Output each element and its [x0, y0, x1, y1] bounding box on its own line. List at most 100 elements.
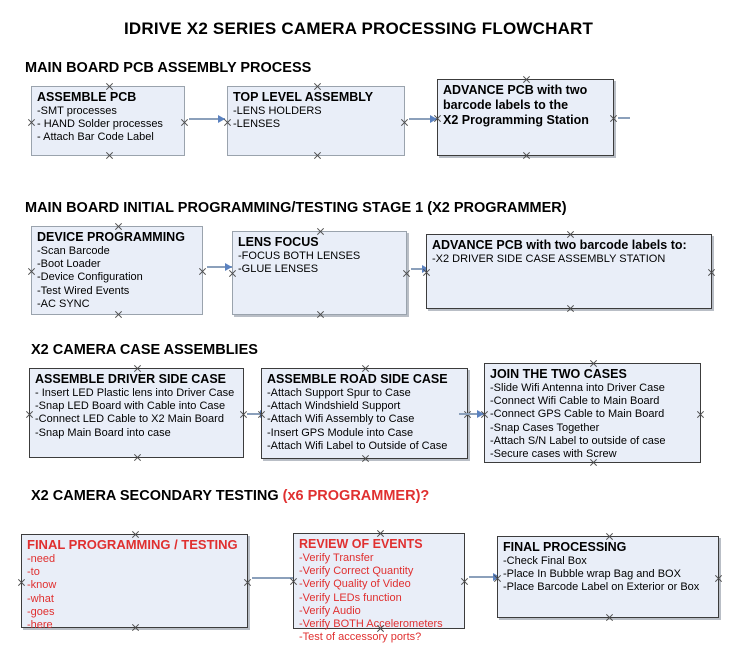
- node-line-overflow: -Test of accessory ports?: [299, 631, 422, 644]
- node-line: -what: [27, 592, 54, 605]
- node-advance-pcb-driver-side-station[interactable]: ADVANCE PCB with two barcode labels to: …: [426, 234, 712, 309]
- connector-handle-right[interactable]: [243, 578, 252, 587]
- section-heading-4-text: X2 CAMERA SECONDARY TESTING: [31, 488, 283, 504]
- node-title: REVIEW OF EVENTS: [299, 537, 423, 551]
- node-title: TOP LEVEL ASSEMBLY: [233, 90, 374, 104]
- node-line: - Attach Bar Code Label: [37, 131, 154, 144]
- node-line: -Attach S/N Label to outside of case: [490, 434, 666, 447]
- node-line: -LENS HOLDERS: [233, 105, 322, 117]
- section-heading-4: X2 CAMERA SECONDARY TESTING (x6 PROGRAMM…: [31, 488, 429, 504]
- connector-handle-left[interactable]: [17, 578, 26, 587]
- node-line: - HAND Solder processes: [37, 118, 163, 131]
- node-title: FINAL PROGRAMMING / TESTING: [27, 537, 238, 552]
- arrow-review-to-final-processing: [469, 572, 500, 581]
- node-line: - Insert LED Plastic lens into Driver Ca…: [35, 387, 235, 399]
- node-title: JOIN THE TWO CASES: [490, 367, 627, 381]
- node-line: -Verify Correct Quantity: [299, 565, 414, 578]
- node-line: -Verify LEDs function: [299, 591, 402, 604]
- connector-handle-left[interactable]: [25, 410, 34, 419]
- connector-handle-bottom[interactable]: [313, 151, 322, 160]
- node-title: ADVANCE PCB with two: [443, 83, 588, 97]
- connector-handle-bottom[interactable]: [316, 310, 325, 319]
- connector-handle-bottom[interactable]: [114, 310, 123, 319]
- node-line: -know: [27, 579, 57, 592]
- connector-handle-left[interactable]: [27, 267, 36, 276]
- node-join-the-two-cases[interactable]: JOIN THE TWO CASES -Slide Wifi Antenna i…: [484, 363, 701, 463]
- node-line: -Device Configuration: [37, 271, 143, 284]
- node-line: -Attach Wifi Assembly to Case: [267, 413, 415, 426]
- connector-handle-bottom[interactable]: [361, 454, 370, 463]
- connector-handle-right[interactable]: [400, 118, 409, 127]
- node-line: -Attach Wifi Label to Outside of Case: [267, 439, 448, 452]
- node-line: -Verify Quality of Video: [299, 578, 411, 591]
- node-line: -Attach Windshield Support: [267, 400, 401, 413]
- arrow-lens-focus-to-advance: [411, 264, 429, 273]
- node-line: -need: [27, 553, 56, 565]
- node-title: ADVANCE PCB with two barcode labels to:: [432, 238, 687, 252]
- node-line: -Connect Wifi Cable to Main Board: [490, 395, 660, 408]
- node-line: -to: [27, 566, 40, 579]
- connector-handle-right[interactable]: [609, 114, 618, 123]
- connector-stub: [618, 117, 630, 119]
- node-line: -Boot Loader: [37, 258, 101, 271]
- node-title: DEVICE PROGRAMMING: [37, 230, 185, 244]
- node-line: -Connect GPS Cable to Main Board: [490, 408, 665, 421]
- node-line: -Snap LED Board with Cable into Case: [35, 400, 226, 413]
- node-assemble-pcb[interactable]: ASSEMBLE PCB -SMT processes - HAND Solde…: [31, 86, 185, 156]
- node-line: -Test Wired Events: [37, 284, 130, 297]
- node-line: -X2 DRIVER SIDE CASE ASSEMBLY STATION: [432, 253, 666, 265]
- arrow-road-case-to-join-cases: [459, 409, 484, 418]
- node-title: FINAL PROCESSING: [503, 540, 627, 554]
- node-line: -Place In Bubble wrap Bag and BOX: [503, 568, 681, 581]
- connector-handle-right[interactable]: [707, 268, 716, 277]
- connector-handle-bottom[interactable]: [133, 453, 142, 462]
- node-line: -goes: [27, 605, 55, 618]
- connector-handle-left[interactable]: [27, 118, 36, 127]
- connector-handle-right[interactable]: [696, 410, 705, 419]
- node-assemble-road-side-case[interactable]: ASSEMBLE ROAD SIDE CASE -Attach Support …: [261, 368, 468, 459]
- node-assemble-driver-side-case[interactable]: ASSEMBLE DRIVER SIDE CASE - Insert LED P…: [29, 368, 244, 458]
- node-final-programming-testing[interactable]: FINAL PROGRAMMING / TESTING -need -to -k…: [21, 534, 248, 631]
- node-title: LENS FOCUS: [238, 235, 319, 249]
- connector-handle-right[interactable]: [402, 269, 411, 278]
- node-line: -Snap Main Board into case: [35, 426, 171, 439]
- node-line: -Place Barcode Label on Exterior or Box: [503, 581, 700, 594]
- arrow-pcb-to-top-level: [189, 114, 225, 123]
- connector-handle-right[interactable]: [198, 267, 207, 276]
- node-line: -AC SYNC: [37, 297, 90, 310]
- node-top-level-assembly[interactable]: TOP LEVEL ASSEMBLY -LENS HOLDERS -LENSES: [227, 86, 405, 156]
- arrow-top-level-to-advance: [409, 114, 437, 123]
- node-device-programming[interactable]: DEVICE PROGRAMMING -Scan Barcode -Boot L…: [31, 226, 203, 315]
- node-title: ASSEMBLE DRIVER SIDE CASE: [35, 372, 227, 386]
- connector-stub: [252, 577, 296, 579]
- node-title-line3: X2 Programming Station: [443, 113, 589, 127]
- node-advance-pcb-programming-station[interactable]: ADVANCE PCB with two barcode labels to t…: [437, 79, 614, 156]
- node-line: -Attach Support Spur to Case: [267, 387, 411, 399]
- node-line: -Slide Wifi Antenna into Driver Case: [490, 382, 665, 394]
- node-final-processing[interactable]: FINAL PROCESSING -Check Final Box -Place…: [497, 536, 719, 618]
- section-heading-2: MAIN BOARD INITIAL PROGRAMMING/TESTING S…: [25, 200, 567, 216]
- connector-handle-bottom[interactable]: [605, 613, 614, 622]
- node-line: -Insert GPS Module into Case: [267, 426, 414, 439]
- node-title-line2: barcode labels to the: [443, 98, 569, 112]
- arrow-device-to-lens-focus: [207, 262, 232, 271]
- connector-handle-right[interactable]: [460, 577, 469, 586]
- connector-handle-bottom[interactable]: [522, 151, 531, 160]
- node-line: -FOCUS BOTH LENSES: [238, 250, 361, 262]
- node-line: -Verify BOTH Accelerometers: [299, 618, 443, 631]
- connector-handle-right[interactable]: [714, 574, 723, 583]
- connector-handle-bottom[interactable]: [105, 151, 114, 160]
- node-line: -Check Final Box: [503, 555, 587, 567]
- node-lens-focus[interactable]: LENS FOCUS -FOCUS BOTH LENSES -GLUE LENS…: [232, 231, 407, 315]
- node-line: -Scan Barcode: [37, 245, 110, 257]
- node-line: -Secure cases with Screw: [490, 448, 617, 461]
- node-line: -Verify Transfer: [299, 552, 374, 564]
- node-title: ASSEMBLE PCB: [37, 90, 137, 104]
- connector-handle-right[interactable]: [180, 118, 189, 127]
- node-line: -Connect LED Cable to X2 Main Board: [35, 413, 224, 426]
- connector-handle-bottom[interactable]: [566, 304, 575, 313]
- node-line: -SMT processes: [37, 105, 117, 117]
- node-review-of-events[interactable]: REVIEW OF EVENTS -Verify Transfer -Verif…: [293, 533, 465, 643]
- node-title: ASSEMBLE ROAD SIDE CASE: [267, 372, 448, 386]
